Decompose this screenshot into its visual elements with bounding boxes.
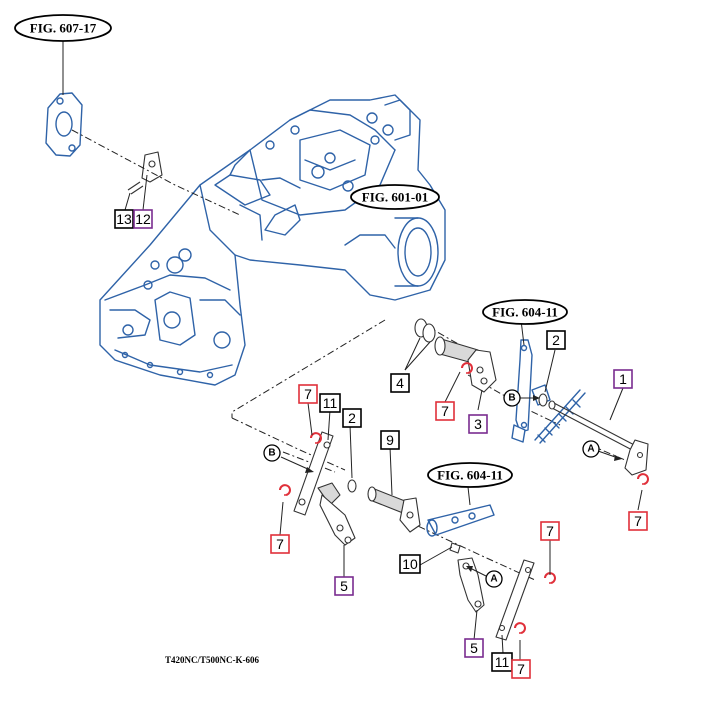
callout-2-lower-text: 2 bbox=[348, 410, 356, 426]
callout-5-left-text: 5 bbox=[340, 578, 348, 594]
callout-5-left[interactable]: 5 bbox=[334, 576, 354, 596]
marker-a-right: A bbox=[582, 440, 600, 458]
callout-11-upper[interactable]: 11 bbox=[319, 393, 341, 413]
marker-a-bottom: A bbox=[485, 570, 503, 588]
callout-5-bottom-text: 5 bbox=[470, 640, 478, 656]
callout-7-left[interactable]: 7 bbox=[270, 534, 290, 554]
callout-10[interactable]: 10 bbox=[399, 554, 421, 574]
leader-lines bbox=[62, 40, 643, 660]
upper-lever-assembly bbox=[511, 339, 586, 444]
callout-7-bottom-text: 7 bbox=[517, 661, 525, 677]
fig-604-11-lower-label[interactable]: FIG. 604-11 bbox=[427, 462, 513, 488]
callout-7-right-text: 7 bbox=[634, 513, 642, 529]
callout-1[interactable]: 1 bbox=[613, 369, 633, 389]
callout-7-lower-right-text: 7 bbox=[546, 523, 554, 539]
callout-9[interactable]: 9 bbox=[380, 430, 400, 450]
clip-10 bbox=[449, 542, 461, 554]
callout-13[interactable]: 13 bbox=[114, 209, 134, 229]
fig-607-17-text: FIG. 607-17 bbox=[30, 21, 97, 36]
callout-2-upper[interactable]: 2 bbox=[546, 330, 566, 350]
callout-11-upper-text: 11 bbox=[323, 395, 338, 411]
callout-1-text: 1 bbox=[619, 371, 627, 387]
callout-7-center[interactable]: 7 bbox=[435, 401, 455, 421]
fig-604-11-lower-text: FIG. 604-11 bbox=[437, 468, 503, 483]
marker-b-left-text: B bbox=[268, 448, 275, 459]
callout-3[interactable]: 3 bbox=[468, 414, 488, 434]
marker-b-upper: B bbox=[503, 389, 521, 407]
marker-a-right-text: A bbox=[587, 444, 594, 455]
fig-604-11-upper-text: FIG. 604-11 bbox=[492, 305, 558, 320]
callout-7-right[interactable]: 7 bbox=[628, 511, 648, 531]
callout-7-lower-right[interactable]: 7 bbox=[540, 521, 560, 541]
upper-shaft bbox=[434, 336, 497, 393]
fig-604-11-upper-label[interactable]: FIG. 604-11 bbox=[482, 299, 568, 325]
callout-11-bottom-text: 11 bbox=[495, 654, 510, 670]
lower-shaft bbox=[367, 486, 421, 533]
lower-plate-assembly bbox=[426, 504, 495, 537]
cover-plate bbox=[45, 92, 83, 157]
ring-lower bbox=[347, 479, 357, 493]
callout-5-bottom[interactable]: 5 bbox=[464, 638, 484, 658]
callout-2-upper-text: 2 bbox=[552, 332, 560, 348]
marker-b-upper-text: B bbox=[508, 393, 515, 404]
diagram-code: T420NC/T500NC-K-606 bbox=[165, 655, 259, 665]
small-bracket bbox=[127, 151, 163, 195]
callout-4[interactable]: 4 bbox=[390, 373, 410, 393]
callout-7-upper-left[interactable]: 7 bbox=[298, 384, 318, 404]
fig-601-01-text: FIG. 601-01 bbox=[362, 190, 428, 205]
callout-12[interactable]: 12 bbox=[133, 209, 153, 229]
callout-7-left-text: 7 bbox=[276, 536, 284, 552]
callout-3-text: 3 bbox=[474, 416, 482, 432]
callout-2-lower[interactable]: 2 bbox=[342, 408, 362, 428]
fig-601-01-label[interactable]: FIG. 601-01 bbox=[350, 184, 440, 210]
callout-4-text: 4 bbox=[396, 375, 404, 391]
marker-a-bottom-text: A bbox=[490, 574, 497, 585]
red-retaining-clips bbox=[279, 362, 649, 634]
callout-7-center-text: 7 bbox=[441, 403, 449, 419]
control-rod bbox=[548, 400, 649, 476]
left-lever-assembly bbox=[293, 431, 356, 546]
marker-b-left: B bbox=[263, 444, 281, 462]
callout-11-bottom[interactable]: 11 bbox=[491, 652, 513, 672]
right-link bbox=[495, 559, 535, 641]
seal-rings bbox=[414, 318, 436, 343]
fig-607-17-label[interactable]: FIG. 607-17 bbox=[14, 14, 112, 42]
callout-12-text: 12 bbox=[135, 211, 151, 227]
callout-13-text: 13 bbox=[116, 211, 132, 227]
callout-7-bottom[interactable]: 7 bbox=[511, 659, 531, 679]
callout-7-upper-left-text: 7 bbox=[304, 386, 312, 402]
callout-9-text: 9 bbox=[386, 432, 394, 448]
callout-10-text: 10 bbox=[402, 556, 418, 572]
transmission-housing bbox=[99, 94, 446, 386]
